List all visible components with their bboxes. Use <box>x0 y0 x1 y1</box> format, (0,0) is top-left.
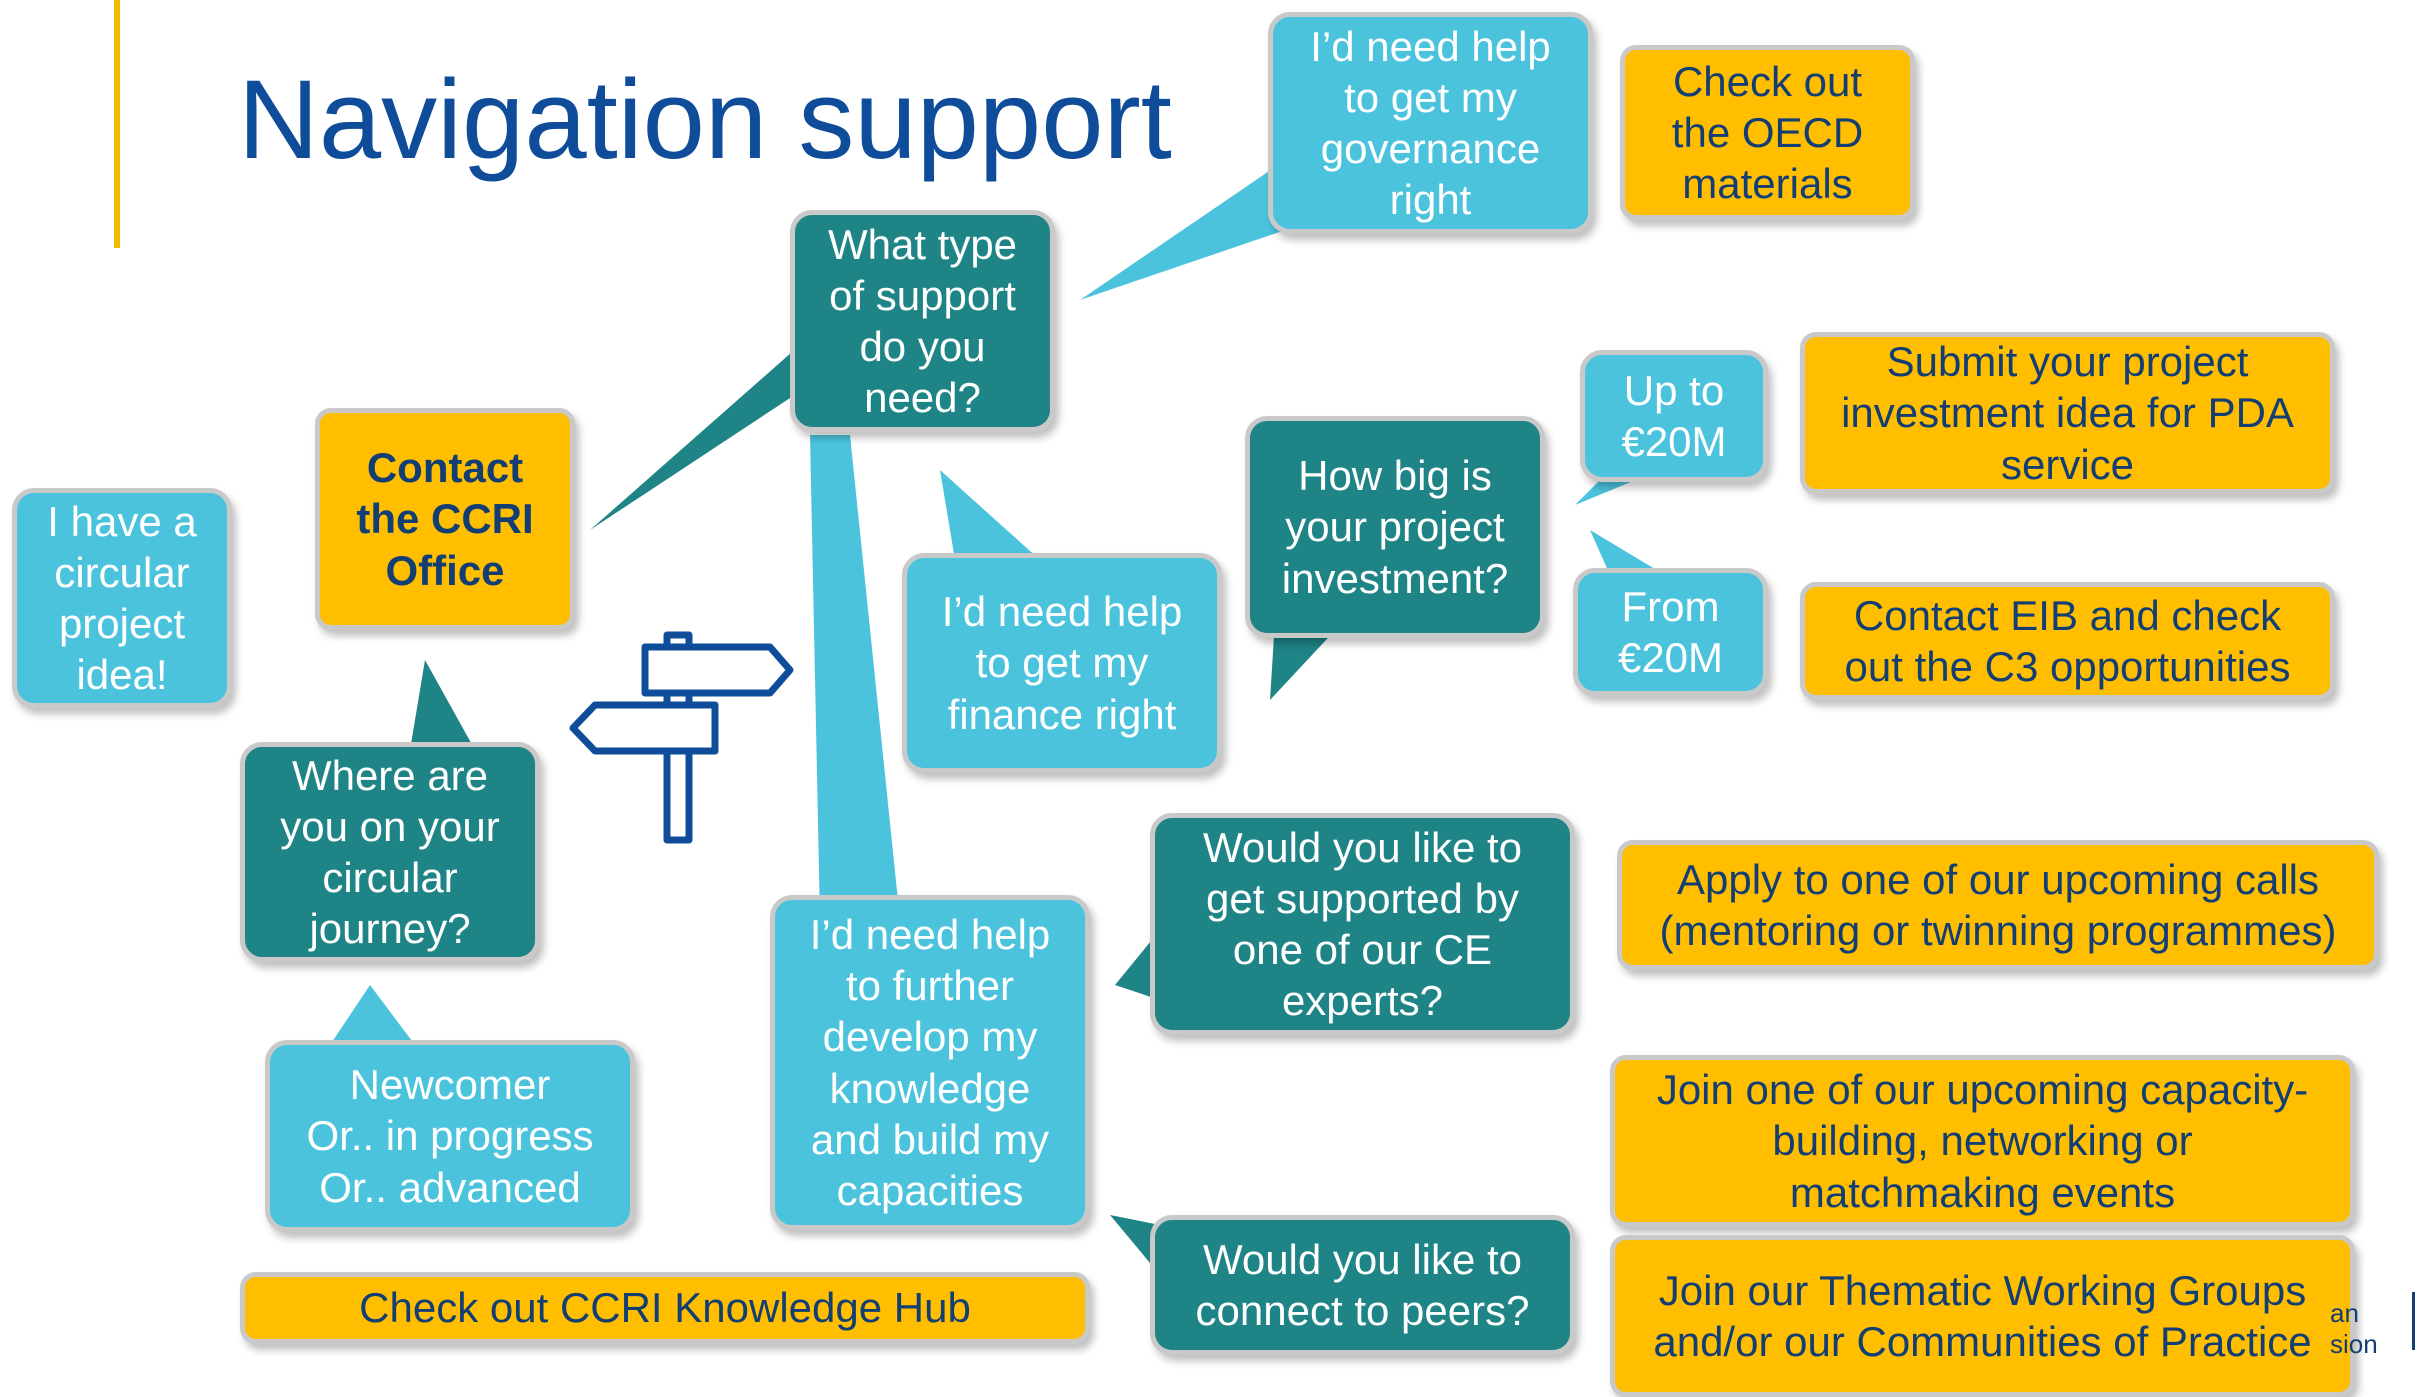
up-to-20m-bubble: Up to €20M <box>1580 350 1768 482</box>
tail-peers <box>1110 1215 1160 1275</box>
tail-support-down <box>810 435 900 920</box>
working-groups-box[interactable]: Join our Thematic Working Groups and/or … <box>1610 1235 2355 1397</box>
journey-question-bubble: Where are you on your circular journey? <box>240 742 540 962</box>
finance-help-bubble: I’d need help to get my finance right <box>902 553 1222 773</box>
knowledge-help-bubble: I’d need help to further develop my know… <box>770 895 1090 1230</box>
tail-support-left <box>590 345 825 530</box>
pda-service-box[interactable]: Submit your project investment idea for … <box>1800 332 2335 494</box>
tail-newcomer <box>330 985 415 1045</box>
from-20m-bubble: From €20M <box>1573 568 1768 696</box>
journey-stage-bubble: Newcomer Or.. in progress Or.. advanced <box>265 1040 635 1232</box>
tail-journey <box>410 660 475 750</box>
page-title: Navigation support <box>238 57 1172 182</box>
tail-governance <box>1080 150 1300 300</box>
governance-help-bubble: I’d need help to get my governance right <box>1268 12 1593 234</box>
support-type-bubble: What type of support do you need? <box>790 210 1055 432</box>
footer-logo-text: an sion <box>2330 1298 2378 1360</box>
footer-logo-divider <box>2412 1292 2415 1350</box>
tail-experts <box>1115 930 1160 1000</box>
oecd-materials-box[interactable]: Check out the OECD materials <box>1620 45 1915 220</box>
signpost-icon <box>569 631 794 844</box>
investment-size-bubble: How big is your project investment? <box>1245 416 1545 638</box>
events-box[interactable]: Join one of our upcoming capacity- build… <box>1610 1055 2355 1227</box>
eib-c3-box[interactable]: Contact EIB and check out the C3 opportu… <box>1800 582 2335 700</box>
connect-peers-bubble: Would you like to connect to peers? <box>1150 1215 1575 1355</box>
tail-investment <box>1270 620 1340 700</box>
idea-bubble: I have a circular project idea! <box>12 488 232 708</box>
knowledge-hub-box[interactable]: Check out CCRI Knowledge Hub <box>240 1272 1090 1344</box>
accent-bar <box>114 0 120 248</box>
ce-experts-bubble: Would you like to get supported by one o… <box>1150 813 1575 1035</box>
contact-ccri-office-box[interactable]: Contact the CCRI Office <box>315 408 575 630</box>
tail-from <box>1590 530 1665 575</box>
upcoming-calls-box[interactable]: Apply to one of our upcoming calls (ment… <box>1617 840 2379 970</box>
